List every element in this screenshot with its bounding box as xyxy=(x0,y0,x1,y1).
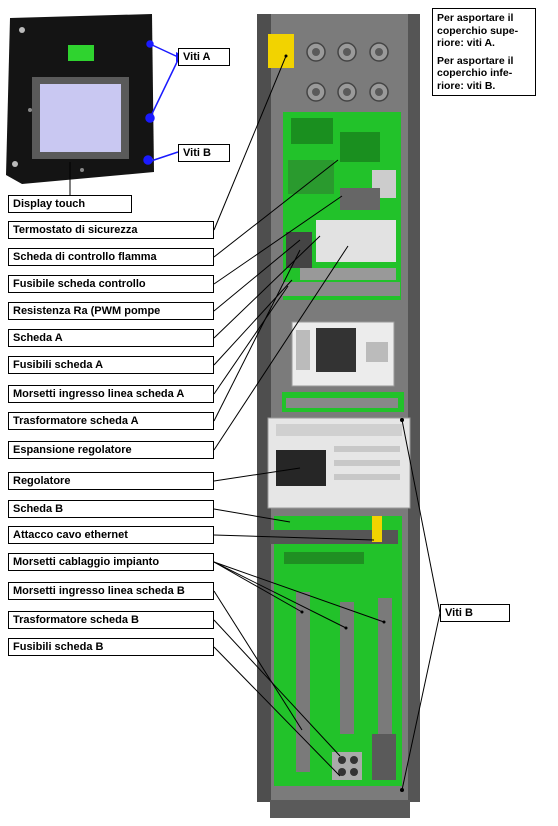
cabinet-base xyxy=(270,800,410,818)
label-trasformatore-b: Trasformatore scheda B xyxy=(8,611,214,629)
label-ethernet: Attacco cavo ethernet xyxy=(8,526,214,544)
label-fusibile-controllo: Fusibile scheda controllo xyxy=(8,275,214,293)
label-viti-b-cabinet: Viti B xyxy=(440,604,510,622)
leader-lines xyxy=(69,55,441,791)
safety-thermostat xyxy=(268,34,294,68)
label-scheda-b: Scheda B xyxy=(8,500,214,518)
ethernet-connector xyxy=(372,516,382,542)
display-screen xyxy=(40,84,121,152)
regulator xyxy=(267,417,411,509)
label-viti-a: Viti A xyxy=(178,48,230,66)
label-regolatore: Regolatore xyxy=(8,472,214,490)
label-fusibili-a: Fusibili scheda A xyxy=(8,356,214,374)
fuses-b xyxy=(332,752,362,780)
label-espansione: Espansione regolatore xyxy=(8,441,214,459)
cover-screw-arrows xyxy=(143,40,179,165)
display-cover xyxy=(6,14,154,184)
instruction-note: Per asportare il coperchio supe-riore: v… xyxy=(432,8,536,96)
note-upper-cover: Per asportare il coperchio supe-riore: v… xyxy=(437,12,519,49)
label-viti-b-cover: Viti B xyxy=(178,144,230,162)
label-trasformatore-a: Trasformatore scheda A xyxy=(8,412,214,430)
label-scheda-a: Scheda A xyxy=(8,329,214,347)
status-led-window xyxy=(68,45,94,61)
regulator-expansion xyxy=(291,321,395,387)
board-a-relays xyxy=(316,220,396,262)
label-fusibili-b: Fusibili scheda B xyxy=(8,638,214,656)
upper-board xyxy=(282,112,401,300)
board-b xyxy=(270,516,402,786)
label-resistenza: Resistenza Ra (PWM pompe xyxy=(8,302,214,320)
terminal-block-1 xyxy=(296,592,310,772)
label-morsetti-b: Morsetti ingresso linea scheda B xyxy=(8,582,214,600)
terminal-block-3 xyxy=(378,598,392,744)
label-morsetti-impianto: Morsetti cablaggio impianto xyxy=(8,553,214,571)
note-lower-cover: Per asportare il coperchio infe-riore: v… xyxy=(437,54,514,92)
label-termostato: Termostato di sicurezza xyxy=(8,221,214,239)
label-scheda-fiamma: Scheda di controllo flamma xyxy=(8,248,214,266)
label-morsetti-a: Morsetti ingresso linea scheda A xyxy=(8,385,214,403)
terminal-block-2 xyxy=(340,602,354,734)
label-display-touch: Display touch xyxy=(8,195,132,213)
